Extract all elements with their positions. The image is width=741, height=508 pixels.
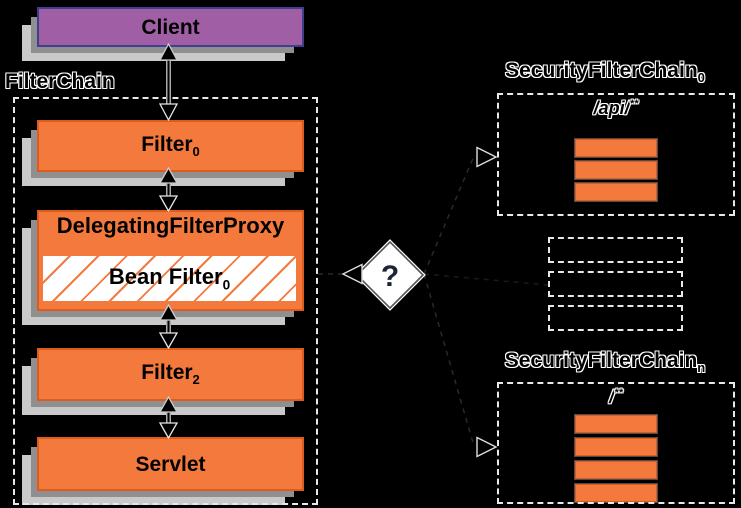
- url-pattern-all: /**: [609, 387, 623, 407]
- filter-bars-0: [499, 139, 733, 201]
- decision-diamond: ?: [354, 239, 426, 311]
- dfp-filter2-arrow-icon: [158, 304, 179, 349]
- placeholder-chain-row: [548, 237, 683, 263]
- client-filter0-arrow-icon: [158, 43, 179, 121]
- arrowhead-to-chain0-icon: [476, 146, 498, 168]
- securityfilterchainN-title: SecurityFilterChainn: [504, 349, 706, 376]
- filter-bars-n: [499, 415, 733, 502]
- bean-filter-box: Bean Filter0: [41, 254, 298, 303]
- filterchain-dashed-box: [13, 97, 318, 505]
- filter-bar: [575, 461, 657, 479]
- filterchain-title: FilterChain: [5, 70, 115, 93]
- delegating-filter-proxy-box: DelegatingFilterProxy Bean Filter0: [22, 210, 304, 325]
- filter0-label: Filter0: [141, 132, 200, 160]
- placeholder-chain-row: [548, 271, 683, 297]
- filter-bar: [575, 484, 657, 502]
- filter0-dfp-arrow-icon: [158, 167, 179, 212]
- url-pattern-api: /api/**: [593, 98, 639, 118]
- bean-filter-label: Bean Filter0: [108, 264, 231, 293]
- delegating-filter-proxy-label: DelegatingFilterProxy: [56, 213, 285, 238]
- filter-bar: [575, 183, 657, 201]
- client-box: Client: [22, 7, 304, 61]
- placeholder-chains: [548, 237, 683, 331]
- placeholder-chain-row: [548, 305, 683, 331]
- filter2-box: Filter2: [22, 348, 304, 415]
- filter0-box: Filter0: [22, 120, 304, 186]
- client-label: Client: [141, 15, 200, 39]
- filter2-servlet-arrow-icon: [158, 396, 179, 439]
- servlet-label: Servlet: [135, 452, 206, 476]
- securityfilterchain0-title: SecurityFilterChain0: [505, 59, 705, 86]
- filter-bar: [575, 438, 657, 456]
- question-mark-label: ?: [381, 260, 399, 293]
- securityfilterchain0-box: /api/**: [497, 93, 735, 216]
- filter-bar: [575, 161, 657, 179]
- servlet-box: Servlet: [22, 437, 304, 505]
- filter-bar: [575, 139, 657, 157]
- filter2-label: Filter2: [141, 361, 200, 388]
- arrowhead-to-filterchain-icon: [341, 263, 363, 285]
- filter-bar: [575, 415, 657, 433]
- securityfilterchainN-box: /**: [497, 382, 735, 504]
- arrowhead-to-chainN-icon: [476, 436, 498, 458]
